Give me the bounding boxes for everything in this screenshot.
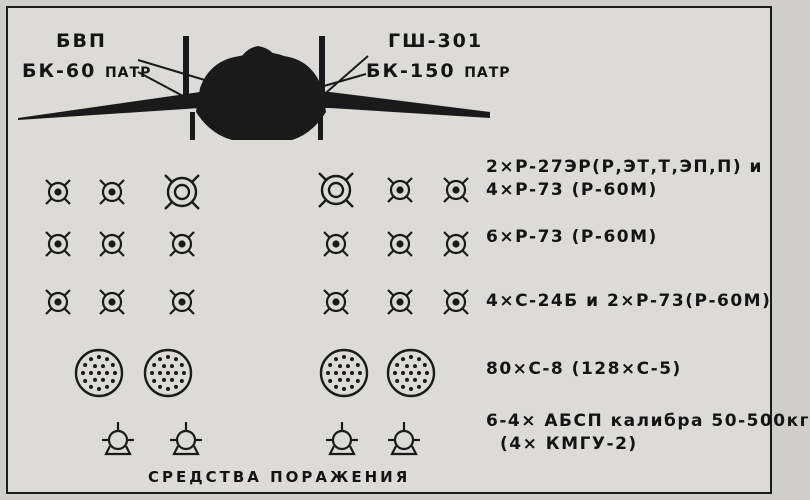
aircraft-silhouette bbox=[18, 36, 490, 140]
caption: СРЕДСТВА ПОРАЖЕНИЯ bbox=[148, 468, 411, 486]
label-bk60: БК-60 ПАТР bbox=[22, 60, 152, 82]
missile-icon bbox=[45, 289, 71, 315]
r73-icon bbox=[443, 177, 469, 203]
r73-icon bbox=[323, 231, 349, 257]
missile-icon bbox=[443, 289, 469, 315]
row5-text: 6-4× АБСП калибра 50-500кг(4× КМГУ-2) bbox=[486, 411, 810, 454]
weapon-symbols bbox=[45, 172, 469, 456]
missile-icon bbox=[323, 289, 349, 315]
r27-icon bbox=[318, 172, 354, 208]
missile-icon bbox=[169, 289, 195, 315]
r73-icon bbox=[45, 179, 71, 205]
r73-icon bbox=[45, 231, 71, 257]
label-gsh301: ГШ-301 bbox=[388, 30, 484, 52]
r73-icon bbox=[387, 231, 413, 257]
r27-icon bbox=[164, 174, 200, 210]
rocket-pod-icon bbox=[143, 348, 193, 398]
row3-text: 4×С-24Б и 2×Р-73(Р-60М) bbox=[486, 291, 772, 311]
r73-icon bbox=[169, 231, 195, 257]
bomb-icon bbox=[102, 422, 134, 456]
r73-icon bbox=[99, 231, 125, 257]
diagram-frame bbox=[6, 6, 772, 494]
rocket-pod-icon bbox=[386, 348, 436, 398]
label-bvp: БВП bbox=[56, 30, 107, 52]
bomb-icon bbox=[388, 422, 420, 456]
bomb-icon bbox=[326, 422, 358, 456]
bomb-icon bbox=[170, 422, 202, 456]
missile-icon bbox=[387, 289, 413, 315]
r73-icon bbox=[387, 177, 413, 203]
rocket-pod-icon bbox=[74, 348, 124, 398]
rocket-pod-icon bbox=[319, 348, 369, 398]
row2-text: 6×Р-73 (Р-60М) bbox=[486, 227, 658, 247]
r73-icon bbox=[99, 179, 125, 205]
row4-text: 80×С-8 (128×С-5) bbox=[486, 359, 682, 379]
label-bk150: БК-150 ПАТР bbox=[366, 60, 511, 82]
missile-icon bbox=[99, 289, 125, 315]
r73-icon bbox=[443, 231, 469, 257]
